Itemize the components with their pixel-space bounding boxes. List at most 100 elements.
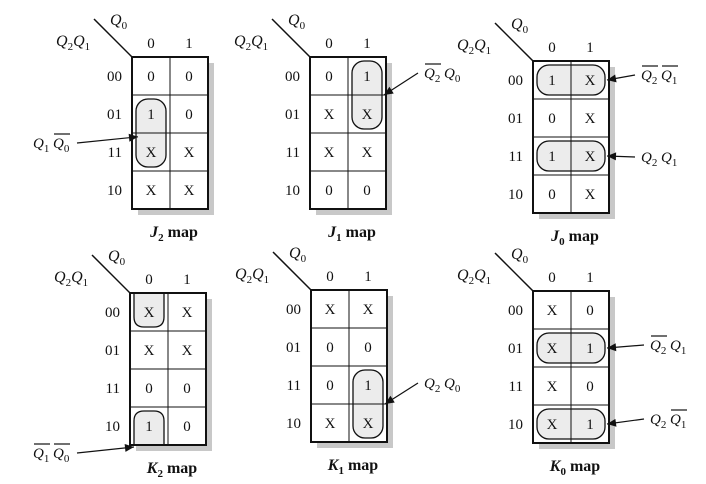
row-label: 01 — [107, 107, 122, 123]
row-variables: Q2Q1 — [54, 269, 88, 289]
column-label: 0 — [326, 269, 334, 285]
arrowhead — [385, 395, 395, 404]
arrowhead — [128, 133, 138, 142]
column-label: 1 — [363, 36, 371, 52]
kmap-cell: 1 — [548, 73, 556, 89]
kmap-cell: X — [184, 145, 195, 161]
annotation-literal: Q0 — [53, 446, 70, 465]
row-label: 00 — [508, 303, 523, 319]
annotation-literal: Q1 — [661, 68, 677, 87]
row-label: 00 — [107, 69, 122, 85]
kmap-cell: 0 — [185, 107, 193, 123]
column-label: 1 — [185, 36, 193, 52]
kmap-cell: X — [182, 343, 193, 359]
annotation-literal: Q2 — [424, 376, 440, 395]
row-label: 00 — [286, 302, 301, 318]
arrowhead — [607, 74, 617, 83]
kmap-cell: X — [324, 107, 335, 123]
kmap-cell: 1 — [145, 419, 153, 435]
corner-diagonal — [272, 251, 312, 291]
column-label: 1 — [586, 270, 594, 286]
row-label: 01 — [286, 340, 301, 356]
column-label: 1 — [586, 40, 594, 56]
arrowhead — [384, 86, 394, 95]
column-label: 1 — [364, 269, 372, 285]
row-label: 11 — [108, 145, 122, 161]
kmap-cell: 1 — [586, 417, 594, 433]
kmap-border — [532, 290, 610, 444]
kmap-cell: 0 — [326, 378, 334, 394]
column-label: 0 — [147, 36, 155, 52]
column-variable: Q0 — [110, 12, 128, 32]
kmap-cell: 0 — [364, 340, 372, 356]
kmap-cell: 0 — [326, 340, 334, 356]
kmap-cell: 1 — [363, 69, 371, 85]
annotation-literal: Q1 — [661, 150, 677, 169]
annotation-literal: Q0 — [53, 136, 70, 155]
kmap-border — [532, 60, 610, 214]
kmap-cell: X — [585, 111, 596, 127]
column-label: 0 — [548, 40, 556, 56]
column-variable: Q0 — [511, 16, 529, 36]
row-label: 00 — [105, 305, 120, 321]
annotation-literal: Q1 — [33, 136, 49, 155]
column-label: 0 — [145, 272, 153, 288]
row-variables: Q2Q1 — [56, 33, 90, 53]
column-label: 0 — [325, 36, 333, 52]
annotation-literal: Q2 — [650, 338, 666, 357]
kmap-cell: X — [146, 183, 157, 199]
kmap-cell: X — [547, 341, 558, 357]
column-variable: Q0 — [288, 12, 306, 32]
arrowhead — [607, 152, 617, 161]
annotation-literal: Q2 — [424, 66, 440, 85]
row-label: 11 — [106, 381, 120, 397]
row-label: 01 — [508, 341, 523, 357]
row-label: 01 — [105, 343, 120, 359]
column-variable: Q0 — [289, 245, 307, 265]
kmap-cell: 1 — [364, 378, 372, 394]
grouping-loop — [133, 410, 165, 445]
kmap-cell: X — [362, 107, 373, 123]
row-label: 00 — [508, 73, 523, 89]
row-variables: Q2Q1 — [457, 267, 491, 287]
corner-diagonal — [494, 252, 534, 292]
kmap-cell: X — [585, 73, 596, 89]
row-variables: Q2Q1 — [234, 33, 268, 53]
kmap-cell: X — [325, 416, 336, 432]
grouping-loop — [133, 293, 165, 328]
kmap-cell: 0 — [586, 303, 594, 319]
kmap-cell: X — [184, 183, 195, 199]
kmap-cell: 0 — [363, 183, 371, 199]
kmap-cell: X — [146, 145, 157, 161]
kmap-cell: X — [325, 302, 336, 318]
annotation-literal: Q1 — [670, 412, 686, 431]
kmap-border — [131, 56, 209, 210]
kmap-cell: 1 — [586, 341, 594, 357]
kmap-border — [310, 289, 388, 443]
annotation-literal: Q0 — [444, 66, 461, 85]
arrowhead — [607, 343, 617, 352]
kmap-cell: X — [363, 302, 374, 318]
kmap-cell: 0 — [548, 187, 556, 203]
row-label: 11 — [509, 149, 523, 165]
kmap-cell: X — [547, 379, 558, 395]
kmap-cell: X — [362, 145, 373, 161]
row-label: 10 — [107, 183, 122, 199]
arrowhead — [124, 443, 134, 452]
corner-diagonal — [271, 18, 311, 58]
